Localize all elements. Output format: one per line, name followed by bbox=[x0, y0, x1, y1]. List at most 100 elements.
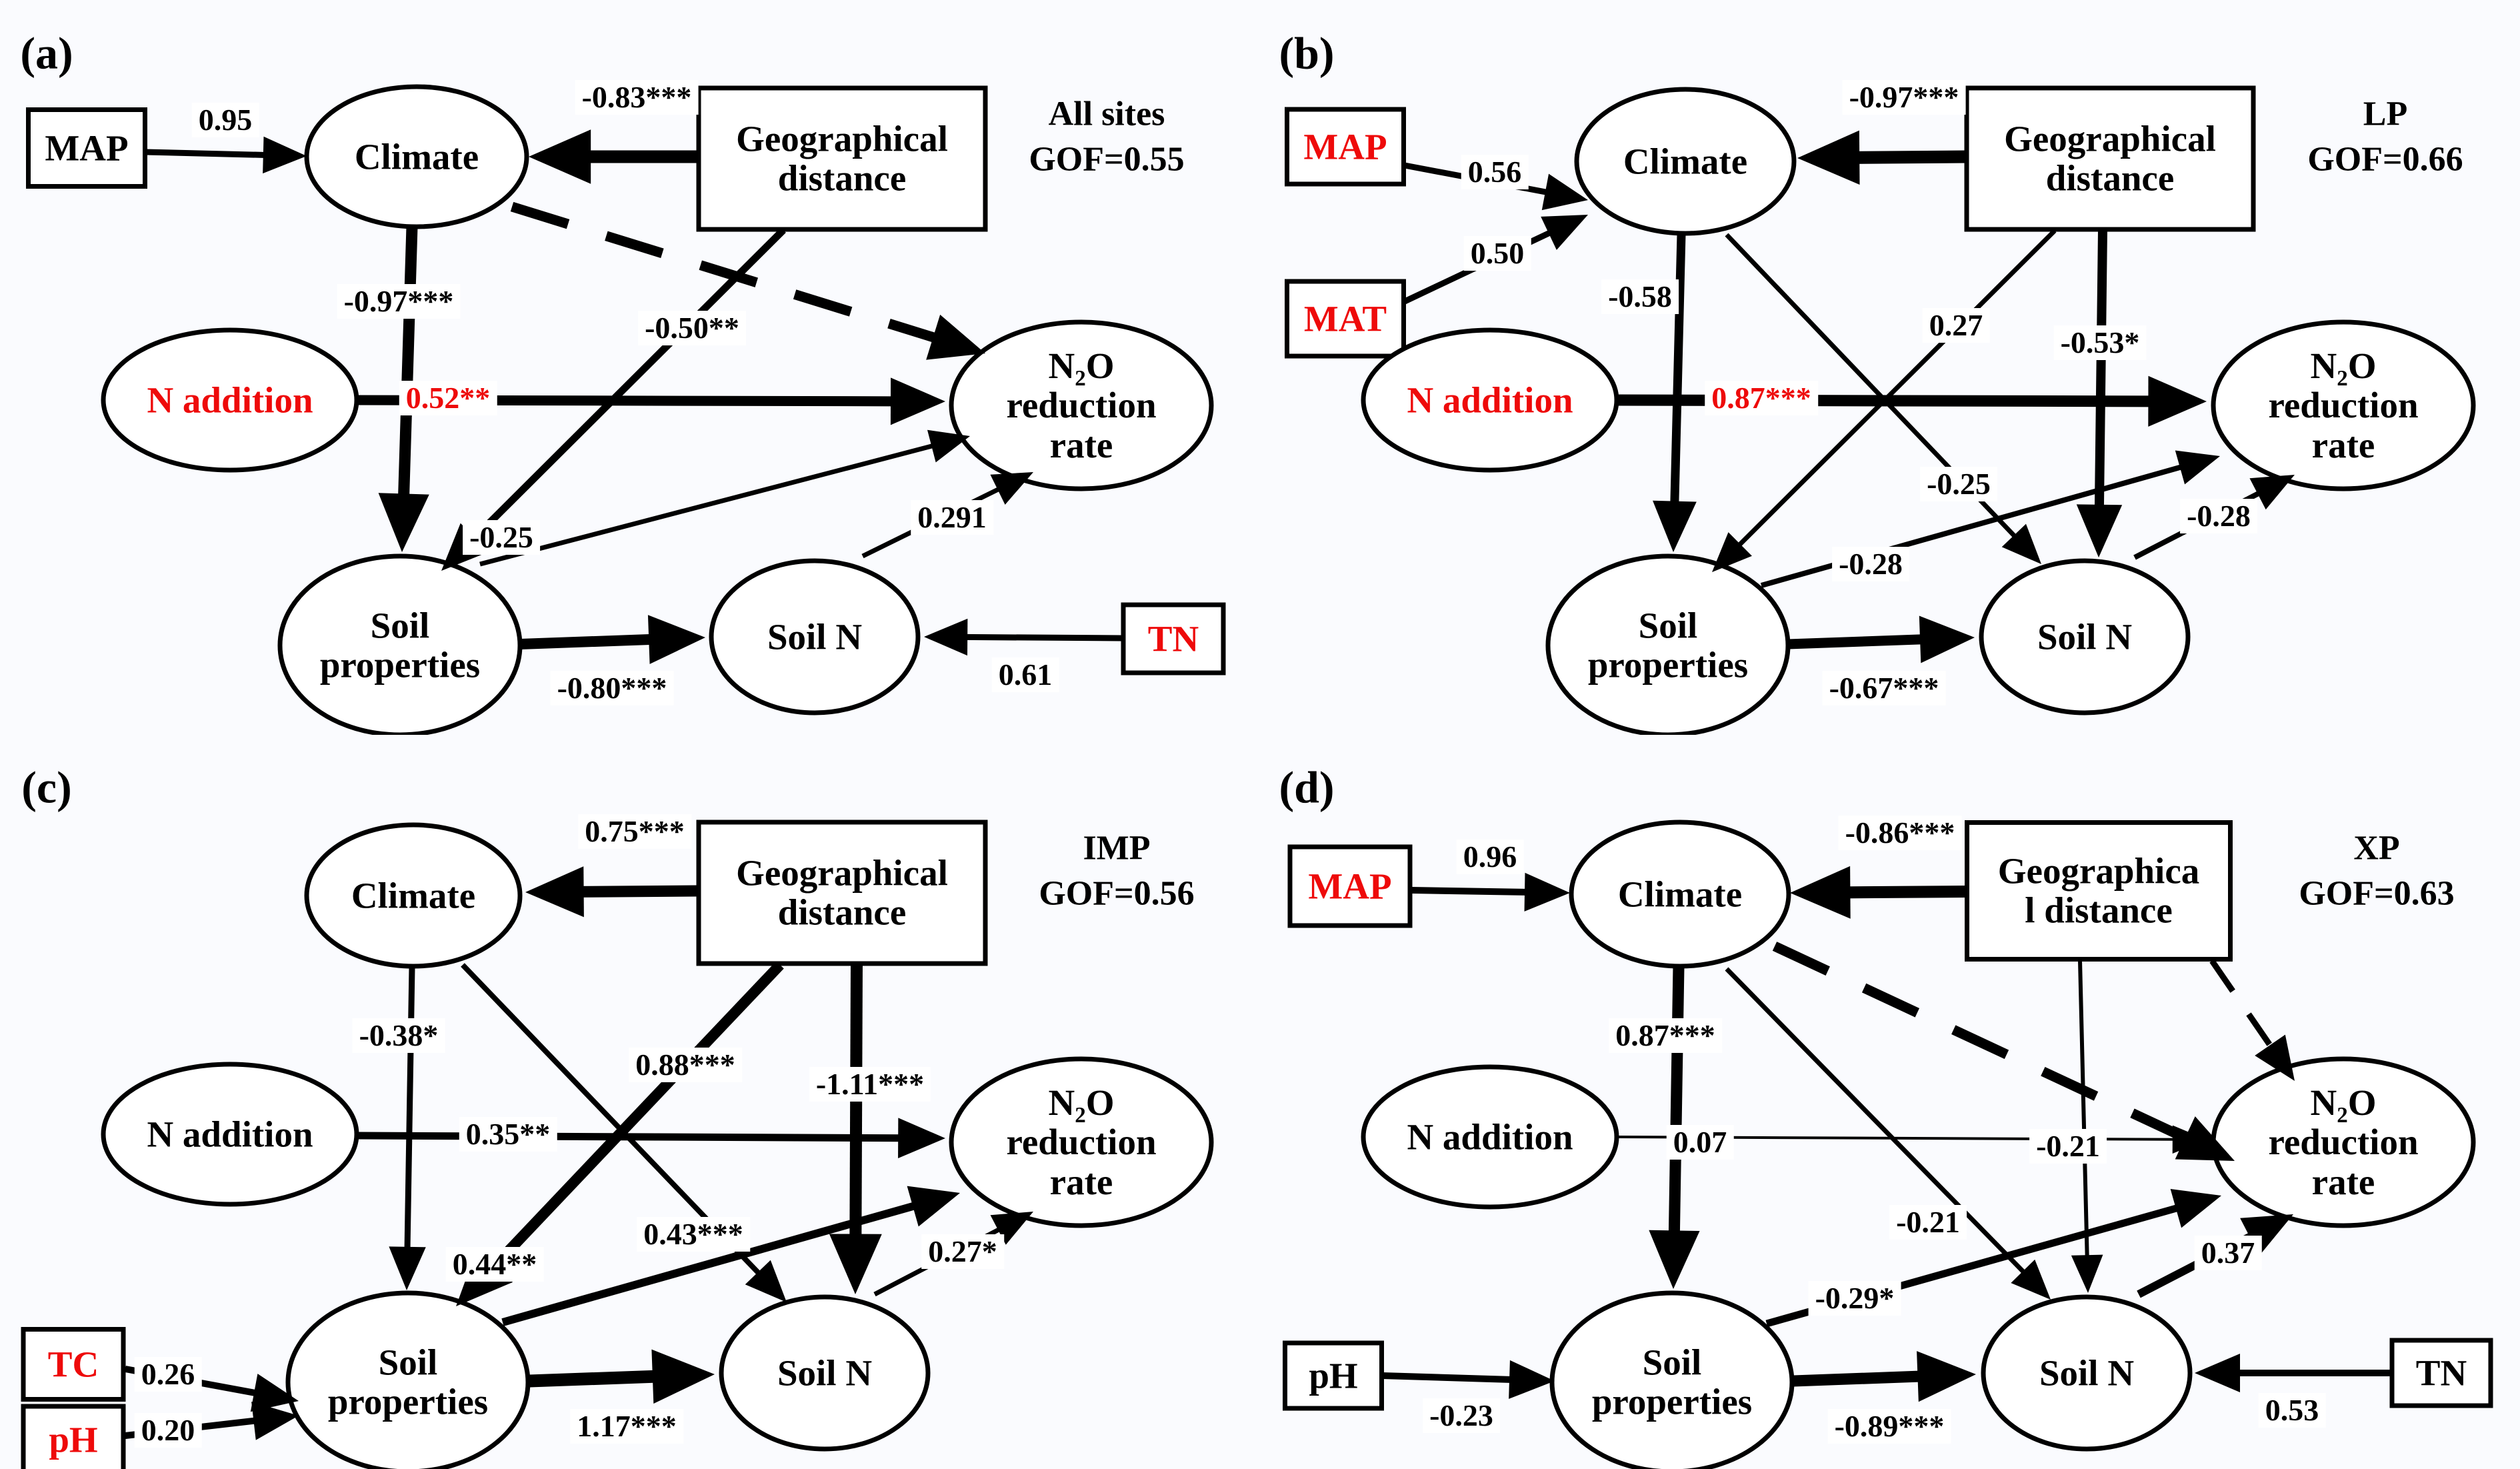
panel-a-diagram bbox=[26, 84, 1226, 735]
arrowhead-soilprop-to-soiln bbox=[651, 1349, 715, 1404]
node-ph-label: pH bbox=[1309, 1355, 1358, 1396]
node-tn bbox=[1121, 602, 1226, 675]
node-ph bbox=[1283, 1340, 1384, 1411]
node-n2o-label: N₂O reduction rate bbox=[2268, 1082, 2419, 1202]
panel-a: MAP Climate Geographical distance N additio… bbox=[0, 0, 1260, 735]
arrowhead-map-to-climate bbox=[1541, 173, 1588, 211]
coefficient-climate-to-soiln: 0.43*** bbox=[637, 1217, 750, 1252]
edge-climate-to-n2o-dashed bbox=[510, 201, 940, 344]
arrowhead-climate-to-soiln bbox=[2001, 523, 2041, 564]
edge-soilprop-to-n2o bbox=[479, 442, 937, 567]
coefficient-map-to-climate: 0.96 bbox=[1456, 840, 1524, 874]
arrowhead-map-to-climate bbox=[263, 136, 307, 174]
node-geo-label: Geographical distance bbox=[736, 118, 948, 199]
coefficient-soilprop-to-soiln: 1.17*** bbox=[570, 1409, 683, 1444]
coefficient-geo-to-soiln: -1.11*** bbox=[809, 1067, 931, 1102]
coefficient-geo-to-climate: 0.75*** bbox=[578, 814, 691, 849]
node-n2o-label: N₂O reduction rate bbox=[1006, 345, 1157, 465]
arrowhead-tn-to-soiln bbox=[2195, 1354, 2240, 1392]
coefficient-climate-to-soilprop: -0.58 bbox=[1601, 279, 1679, 314]
edge-tn-to-soiln bbox=[962, 633, 1122, 641]
coefficient-tn-to-soiln: 0.53 bbox=[2258, 1393, 2326, 1428]
arrowhead-soilprop-to-n2o bbox=[927, 429, 970, 463]
arrowhead-soiln-to-n2o bbox=[2249, 475, 2295, 510]
coefficient-climate-to-soiln: -0.25 bbox=[1920, 467, 1997, 501]
edge-map-to-climate bbox=[1411, 887, 1531, 896]
node-tc-label: TC bbox=[47, 1344, 99, 1385]
coefficient-ph-to-soilprop: 0.20 bbox=[134, 1413, 202, 1448]
node-tn bbox=[2389, 1338, 2493, 1408]
node-soilprop bbox=[1545, 553, 1791, 735]
node-soilprop-label: Soil properties bbox=[327, 1342, 489, 1422]
node-n2o-label: N₂O reduction rate bbox=[2268, 345, 2419, 465]
coefficient-ph-to-soilprop: -0.23 bbox=[1423, 1398, 1500, 1433]
edge-soilprop-to-soiln bbox=[1787, 634, 1926, 649]
node-naddition-label: N addition bbox=[147, 1114, 313, 1155]
edge-soilprop-to-n2o bbox=[1760, 463, 2186, 588]
edge-soilprop-to-soiln bbox=[519, 633, 655, 649]
coefficient-mat-to-climate: 0.50 bbox=[1463, 236, 1531, 271]
edge-soilprop-to-soiln bbox=[1793, 1370, 1923, 1387]
coefficient-naddition-to-n2o: 0.35** bbox=[459, 1117, 557, 1152]
node-soiln bbox=[719, 1294, 931, 1452]
node-soiln-label: Soil N bbox=[2039, 1352, 2135, 1394]
arrowhead-climate-to-soilprop bbox=[1649, 1230, 1700, 1289]
node-climate-label: Climate bbox=[351, 875, 476, 916]
node-soiln bbox=[1979, 558, 2191, 715]
panel-a-title: All sites GOF=0.55 bbox=[1029, 95, 1185, 178]
node-soilprop bbox=[1549, 1290, 1795, 1469]
arrowhead-ph-to-soilprop bbox=[1509, 1360, 1555, 1399]
node-geo bbox=[1965, 820, 2233, 962]
node-climate bbox=[1569, 820, 1791, 969]
node-climate bbox=[304, 84, 529, 229]
edge-geo-to-soilprop bbox=[1735, 229, 2057, 550]
edge-naddition-to-n2o bbox=[1617, 394, 2154, 407]
node-climate-label: Climate bbox=[354, 136, 479, 177]
node-n2o bbox=[949, 319, 1214, 491]
node-naddition-label: N addition bbox=[147, 379, 313, 421]
node-soilprop-label: Soil properties bbox=[1591, 1342, 1753, 1422]
arrowhead-geo-to-climate bbox=[1790, 866, 1851, 919]
node-map bbox=[26, 107, 147, 189]
node-soiln bbox=[709, 558, 921, 715]
node-soilprop bbox=[277, 553, 523, 735]
edge-climate-to-soilprop bbox=[404, 967, 415, 1252]
edge-geo-to-soiln bbox=[849, 964, 863, 1240]
panel-b-letter: (b) bbox=[1279, 27, 1335, 79]
arrowhead-geo-to-soiln bbox=[2071, 1254, 2103, 1293]
node-tn-label: TN bbox=[2415, 1352, 2467, 1394]
arrowhead-geo-to-soiln bbox=[829, 1234, 882, 1294]
coefficient-naddition-to-n2o: 0.52** bbox=[399, 381, 497, 415]
arrowhead-soiln-to-n2o bbox=[2240, 1214, 2293, 1256]
coefficient-soiln-to-n2o: 0.37 bbox=[2194, 1236, 2262, 1270]
coefficient-tc-to-soilprop: 0.26 bbox=[134, 1357, 202, 1392]
node-map-label: MAP bbox=[45, 127, 129, 169]
panel-a-letter: (a) bbox=[20, 27, 73, 79]
node-soiln-label: Soil N bbox=[2037, 616, 2133, 657]
edge-climate-to-soilprop bbox=[1668, 966, 1685, 1236]
arrowhead-climate-to-soilprop bbox=[389, 1246, 426, 1290]
coefficient-soilprop-to-n2o: 0.44** bbox=[445, 1247, 544, 1282]
coefficient-geo-to-climate: -0.86*** bbox=[1838, 816, 1962, 850]
arrowhead-geo-to-climate bbox=[529, 129, 591, 184]
node-climate bbox=[304, 822, 523, 969]
node-naddition-label: N addition bbox=[1407, 1116, 1573, 1158]
coefficient-soiln-to-n2o: -0.28 bbox=[2180, 499, 2257, 533]
arrowhead-geo-to-climate bbox=[525, 866, 584, 918]
arrowhead-geo-to-climate bbox=[1797, 130, 1860, 185]
coefficient-geo-to-soilprop: 0.27 bbox=[1922, 308, 1990, 343]
node-climate-label: Climate bbox=[1617, 874, 1743, 915]
node-n2o bbox=[2211, 319, 2476, 491]
node-soilprop-label: Soil properties bbox=[1587, 605, 1749, 685]
edge-geo-to-soiln bbox=[2078, 960, 2089, 1261]
edge-soilprop-to-n2o bbox=[501, 1201, 919, 1326]
coefficient-geo-to-soiln: -0.53* bbox=[2053, 325, 2147, 360]
coefficient-geo-to-soiln: -0.21 bbox=[2029, 1129, 2107, 1164]
arrowhead-soilprop-to-n2o bbox=[2175, 450, 2220, 485]
arrowhead-naddition-to-n2o bbox=[898, 1118, 945, 1158]
arrowhead-climate-to-n2o bbox=[926, 314, 985, 360]
panel-d-title: XP GOF=0.63 bbox=[2299, 829, 2455, 912]
edge-geo-to-soilprop bbox=[468, 227, 786, 544]
node-soiln-label: Soil N bbox=[777, 1352, 873, 1394]
